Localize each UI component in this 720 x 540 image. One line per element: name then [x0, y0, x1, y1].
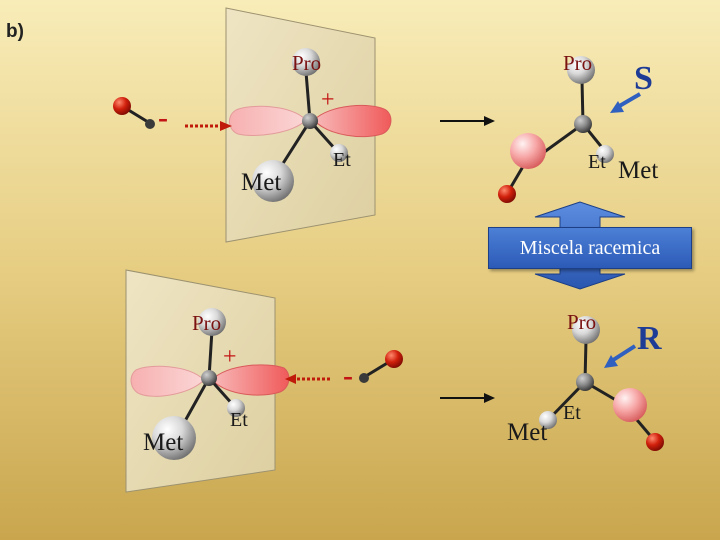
label-et: Et [230, 409, 248, 431]
atom-et [227, 399, 245, 417]
label-met: Met [241, 169, 282, 196]
config-arrow [608, 344, 637, 364]
atom-et [596, 145, 614, 163]
panel-label: b) [6, 21, 24, 42]
config-arrowhead [604, 355, 618, 368]
nucleophile-atom [385, 350, 403, 368]
attack-arrowhead [220, 121, 232, 131]
atom-met [152, 416, 196, 460]
attack-arrowhead [285, 374, 296, 384]
atom-et [539, 411, 557, 429]
nucleophile-atom [113, 97, 131, 115]
bond [304, 71, 312, 122]
top-reaction [113, 7, 642, 243]
label-plus-charge: + [223, 344, 237, 370]
carbon-atom [302, 113, 318, 129]
atom-nucleophile-residue [510, 133, 546, 169]
p-orbital-lobe-left [229, 105, 307, 136]
label-pro: Pro [292, 51, 322, 75]
label-met: Met [618, 157, 659, 184]
p-orbital-lobe-right [313, 104, 392, 138]
atom-met [252, 160, 294, 202]
atom-pro [292, 48, 320, 76]
label-met: Met [507, 419, 548, 446]
atom-pro [567, 56, 595, 84]
atom-pro [198, 308, 226, 336]
atom-pro [572, 316, 600, 344]
carbon-atom [576, 373, 594, 391]
atom-nucleophile-residue [613, 388, 647, 422]
bottom-reaction [125, 269, 664, 493]
configuration-label-s: S [634, 60, 653, 97]
p-orbital-lobe-right [211, 364, 290, 396]
racemic-mixture-banner: Miscela racemica [488, 227, 692, 269]
nucleophile-lone-pair [145, 119, 155, 129]
label-et: Et [333, 149, 351, 171]
racemic-mixture-label: Miscela racemica [519, 237, 661, 259]
label-met: Met [143, 429, 184, 456]
label-minus-charge: - [158, 101, 168, 134]
label-minus-charge: - [343, 359, 353, 392]
label-pro: Pro [192, 311, 222, 335]
reaction-arrowhead [484, 116, 495, 126]
label-et: Et [588, 151, 606, 173]
nucleophile-atom [498, 185, 516, 203]
carbon-atom [574, 115, 592, 133]
label-et: Et [563, 402, 581, 424]
carbon-atom [201, 370, 217, 386]
atom-et [330, 144, 348, 162]
reaction-arrowhead [484, 393, 495, 403]
config-arrowhead [610, 101, 624, 113]
label-pro: Pro [563, 51, 593, 75]
nucleophile-lone-pair [359, 373, 369, 383]
configuration-label-r: R [637, 320, 662, 357]
nucleophile-atom [646, 433, 664, 451]
label-plus-charge: + [321, 87, 335, 113]
bond [207, 329, 214, 379]
label-pro: Pro [567, 310, 597, 334]
p-orbital-lobe-left [130, 365, 205, 397]
